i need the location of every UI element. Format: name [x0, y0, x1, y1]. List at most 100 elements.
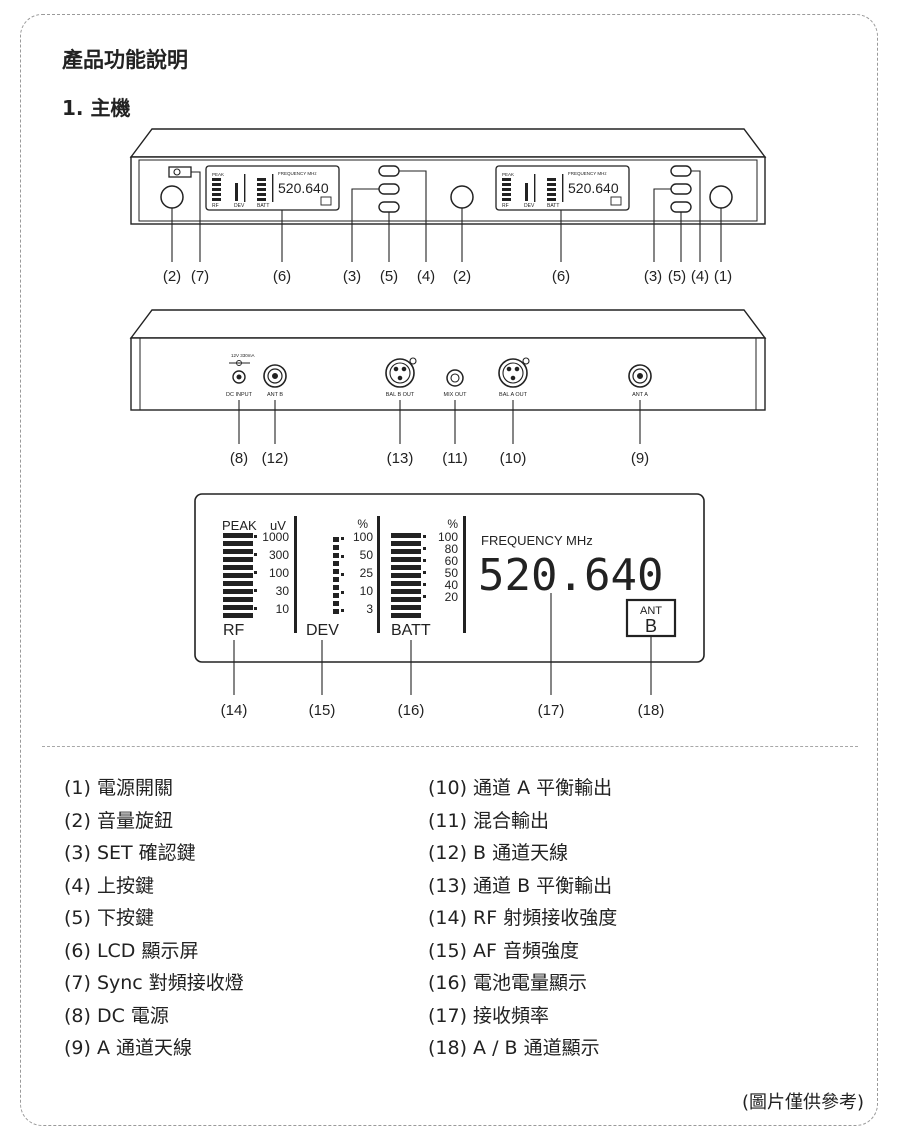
- legend-item: (4) 上按鍵: [64, 874, 154, 897]
- svg-text:50: 50: [360, 548, 374, 562]
- legend-item: (13) 通道 B 平衡輸出: [428, 874, 613, 897]
- lcd-left-rf: RF: [212, 203, 219, 209]
- front-callout: (2): [453, 268, 471, 285]
- lcd-right-freq-label: FREQUENCY MHz: [568, 171, 607, 176]
- divider-dev: [377, 516, 380, 633]
- legend-item: (7) Sync 對頻接收燈: [64, 972, 244, 994]
- legend-item: (3) SET 確認鍵: [64, 842, 196, 864]
- dc-jack-pin: [236, 374, 242, 380]
- lcd-right-dev: DEV: [524, 203, 535, 209]
- rf-scale: 1000 300 100 30 10: [262, 530, 289, 616]
- rf-bar-meter: [223, 533, 257, 618]
- front-callout: (4): [691, 268, 709, 285]
- legend-item: (10) 通道 A 平衡輸出: [428, 777, 613, 799]
- legend-item: (16) 電池電量顯示: [428, 972, 588, 994]
- dev-bar-meter: [333, 537, 344, 614]
- lcd-callout: (14): [221, 702, 248, 719]
- sync-led-dot: [173, 168, 181, 176]
- dc-spec-label: 12V 330mA: [231, 353, 255, 358]
- legend-item: (17) 接收頻率: [428, 1004, 550, 1027]
- lcd-leader-lines: [233, 593, 652, 695]
- legend-item: (8) DC 電源: [64, 1004, 169, 1027]
- rear-callout: (11): [442, 450, 468, 467]
- mix-out-jack: [446, 369, 464, 387]
- legend-item: (12) B 通道天線: [428, 842, 569, 864]
- svg-text:1000: 1000: [262, 530, 289, 544]
- volume-knob-left: [160, 185, 184, 209]
- bal-a-out-label: BAL A OUT: [499, 392, 528, 398]
- section-title: 1. 主機: [62, 96, 131, 120]
- front-callouts: (2) (7) (6) (3) (5) (4) (2) (6) (3) (5) …: [163, 268, 732, 285]
- lcd-right-freq: 520.640: [568, 180, 619, 196]
- rear-callout: (10): [500, 450, 527, 467]
- legend-item: (5) 下按鍵: [64, 907, 154, 929]
- svg-text:10: 10: [360, 584, 374, 598]
- legend-item: (1) 電源開關: [64, 777, 173, 799]
- lcd-peak-label: PEAK: [222, 518, 257, 533]
- front-callout: (7): [191, 268, 209, 285]
- svg-text:100: 100: [353, 530, 373, 544]
- svg-text:300: 300: [269, 548, 289, 562]
- svg-text:100: 100: [269, 566, 289, 580]
- front-callout: (5): [380, 268, 398, 285]
- mix-out-label: MIX OUT: [444, 392, 468, 398]
- lcd-dev-label: DEV: [306, 622, 339, 639]
- svg-text:60: 60: [445, 554, 459, 568]
- bal-b-out-label: BAL B OUT: [386, 392, 415, 398]
- svg-text:80: 80: [445, 542, 459, 556]
- batt-scale: 100 80 60 50 40 20: [438, 530, 458, 604]
- ant-indicator-label: ANT: [640, 605, 662, 617]
- lcd-freq-value: 520.640: [478, 550, 663, 601]
- ant-a-connector: [628, 364, 652, 388]
- legend-left: (1) 電源開關 (2) 音量旋鈕 (3) SET 確認鍵 (4) 上按鍵 (5…: [64, 772, 244, 1065]
- lcd-detail-frame: [194, 493, 705, 663]
- volume-knob-center: [450, 185, 474, 209]
- svg-text:50: 50: [445, 566, 459, 580]
- lcd-callout: (18): [638, 702, 665, 719]
- svg-text:100: 100: [438, 530, 458, 544]
- dc-polarity-icon: [229, 360, 250, 366]
- legend-item: (9) A 通道天線: [64, 1037, 192, 1059]
- svg-text:20: 20: [445, 590, 459, 604]
- svg-text:30: 30: [276, 584, 290, 598]
- lcd-freq-label: FREQUENCY MHz: [481, 533, 593, 548]
- ant-a-label: ANT A: [632, 392, 648, 398]
- lcd-batt-label: BATT: [391, 622, 431, 639]
- lcd-callout: (16): [398, 702, 425, 719]
- front-leader-lines: [171, 170, 722, 262]
- legend-item: (14) RF 射頻接收強度: [428, 907, 618, 929]
- power-knob: [709, 185, 733, 209]
- legend-right: (10) 通道 A 平衡輸出 (11) 混合輸出 (12) B 通道天線 (13…: [428, 772, 617, 1065]
- dc-input-label: DC INPUT: [226, 392, 253, 398]
- legend-item: (2) 音量旋鈕: [64, 809, 173, 832]
- legend-item: (15) AF 音頻強度: [428, 939, 580, 962]
- ant-indicator-value: B: [645, 616, 657, 636]
- front-callout: (3): [644, 268, 662, 285]
- lcd-left-dev: DEV: [234, 203, 245, 209]
- legend-item: (6) LCD 顯示屏: [64, 939, 199, 962]
- front-callout: (6): [552, 268, 570, 285]
- lcd-callouts: (14) (15) (16) (17) (18): [221, 702, 665, 719]
- svg-text:10: 10: [276, 602, 290, 616]
- image-reference-note: (圖片僅供參考): [741, 1092, 864, 1113]
- lcd-right-peak: PEAK: [502, 172, 514, 177]
- lcd-callout: (17): [538, 702, 565, 719]
- svg-text:3: 3: [366, 602, 373, 616]
- svg-text:40: 40: [445, 578, 459, 592]
- rear-callout: (13): [387, 450, 414, 467]
- front-callout: (2): [163, 268, 181, 285]
- dev-scale: 100 50 25 10 3: [353, 530, 373, 616]
- dev-pct-label: %: [357, 517, 368, 531]
- ant-b-connector: [263, 364, 287, 388]
- lcd-left-peak: PEAK: [212, 172, 224, 177]
- rear-callout: (9): [631, 450, 649, 467]
- front-lcd-left: PEAK FREQUENCY MHz 520.640 RF DEV BATT: [205, 165, 340, 211]
- legend-item: (11) 混合輸出: [428, 809, 550, 832]
- rear-callout: (12): [262, 450, 289, 467]
- lcd-rf-label: RF: [223, 622, 245, 639]
- front-callout: (3): [343, 268, 361, 285]
- front-callout: (6): [273, 268, 291, 285]
- lcd-callout: (15): [309, 702, 336, 719]
- ant-b-label: ANT B: [267, 392, 283, 398]
- divider-rf: [294, 516, 297, 633]
